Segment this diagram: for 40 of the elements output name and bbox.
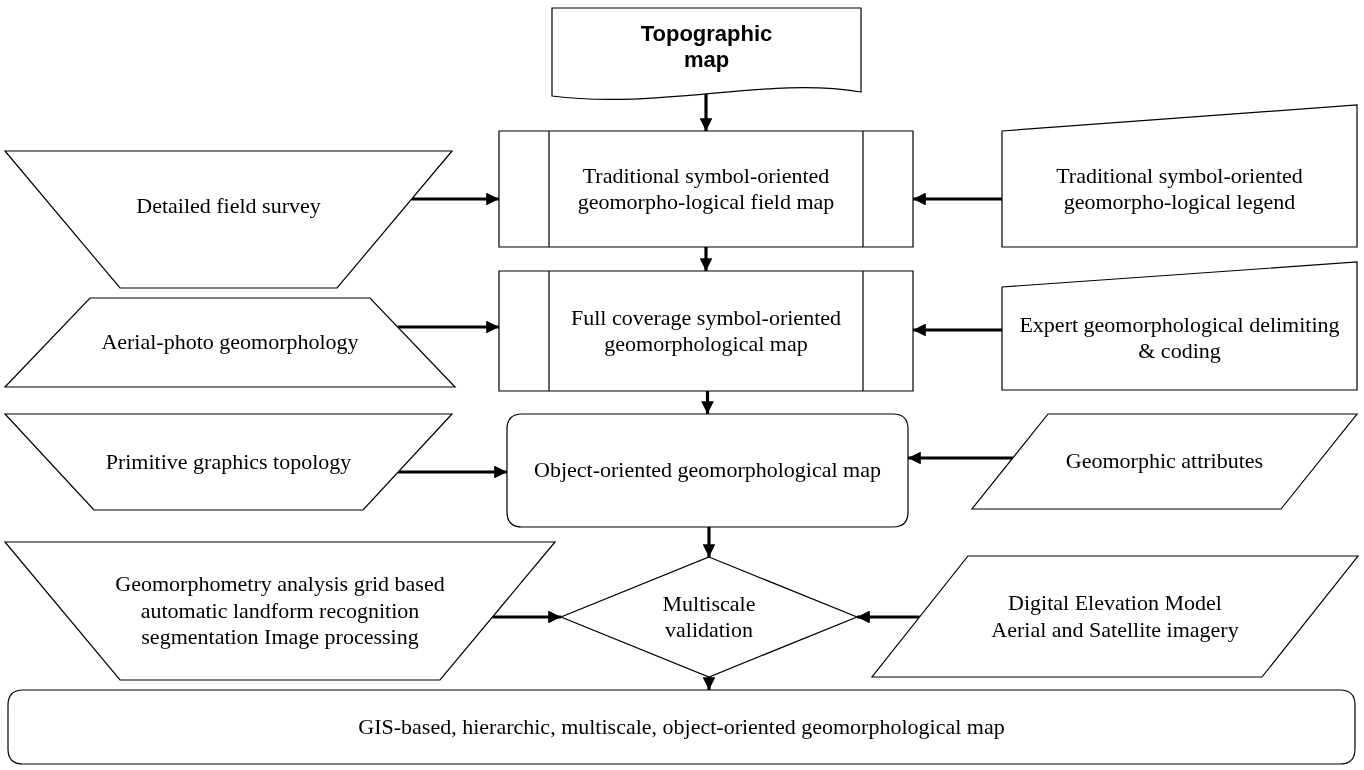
rounded-box	[507, 414, 908, 527]
node-label: Topographic map	[639, 20, 774, 74]
node-label: Traditional symbol-oriented geomorpho-logical field map	[576, 162, 836, 216]
arrow	[913, 192, 1002, 206]
node-label: Geomorphometry analysis grid based automatic landform recognition segmentation Image processing	[115, 571, 445, 651]
arrow	[398, 465, 507, 479]
arrow	[702, 677, 716, 690]
node-label: Aerial-photo geomorphology	[101, 329, 359, 356]
arrow	[492, 610, 561, 624]
rounded-box	[8, 690, 1355, 764]
node-label: Digital Elevation Model Aerial and Satellite imagery	[990, 590, 1240, 643]
decision-diamond	[561, 557, 857, 677]
node-label: Multiscale validation	[661, 590, 757, 644]
node-label: Expert geomorphological delimiting & coding	[1018, 311, 1341, 365]
manual-input-shape	[1002, 105, 1357, 247]
trapezoid-shape	[5, 298, 455, 387]
node-label: Geomorphic attributes	[1065, 448, 1264, 475]
node-label: Full coverage symbol-oriented geomorphological map	[569, 304, 842, 358]
predefined-process-box	[499, 271, 913, 391]
arrow	[699, 247, 713, 271]
node-label: Primitive graphics topology	[105, 448, 352, 476]
parallelogram-shape	[872, 556, 1358, 677]
arrow	[397, 320, 499, 334]
arrow	[411, 192, 499, 206]
trapezoid-shape	[5, 151, 452, 288]
predefined-process-box	[499, 131, 913, 247]
node-label: Object-oriented geomorphological map	[534, 457, 881, 484]
arrow	[913, 323, 1002, 337]
arrow	[702, 527, 716, 557]
arrow	[701, 391, 714, 414]
node-label: Detailed field survey	[136, 193, 321, 220]
trapezoid-shape	[5, 414, 452, 510]
manual-input-shape	[1002, 262, 1357, 390]
node-label: GIS-based, hierarchic, multiscale, object-oriented geomorphological map	[358, 713, 1005, 741]
arrow	[857, 610, 920, 624]
arrow	[908, 451, 1013, 465]
trapezoid-shape	[5, 542, 555, 680]
node-label: Traditional symbol-oriented geomorpho-logical legend	[1055, 162, 1304, 216]
arrow	[699, 94, 713, 131]
parallelogram-shape	[972, 414, 1357, 509]
